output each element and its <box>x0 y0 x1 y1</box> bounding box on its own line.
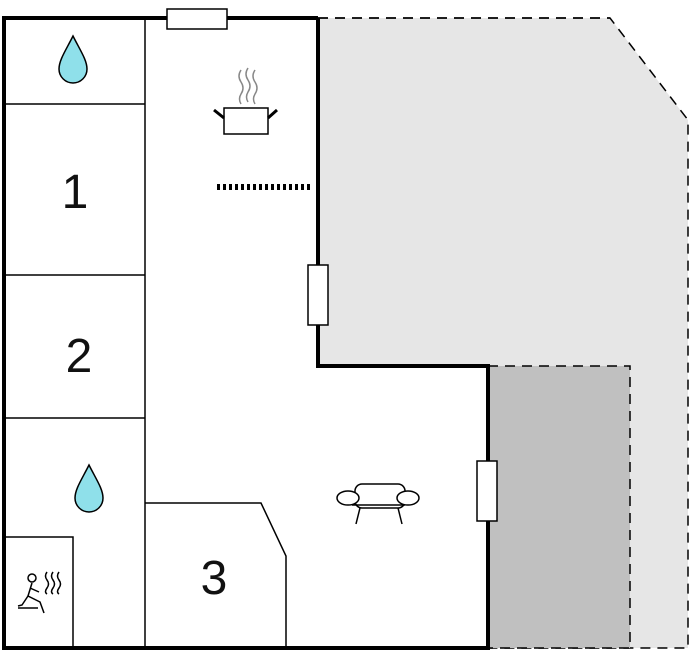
water-drop-icon <box>74 463 104 513</box>
window-kitchen <box>307 264 329 326</box>
covered-terrace-area <box>487 365 631 649</box>
water-drop-icon <box>58 34 88 84</box>
cooking-pot-icon <box>213 67 278 135</box>
exterior-walls <box>2 16 490 650</box>
sofa-icon <box>336 483 420 525</box>
window-top <box>166 8 228 30</box>
room-number-1: 1 <box>62 166 89 219</box>
room-number-2: 2 <box>66 330 93 383</box>
sauna-icon <box>17 571 62 614</box>
window-living <box>476 460 498 522</box>
interior-walls <box>4 18 287 648</box>
room-number-3: 3 <box>201 552 228 605</box>
